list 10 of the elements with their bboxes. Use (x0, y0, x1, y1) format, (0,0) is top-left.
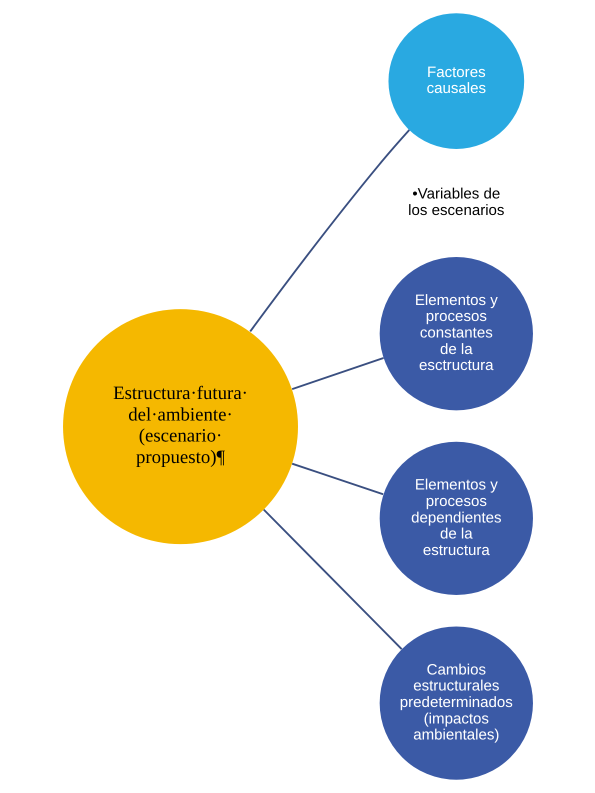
node-label: •Variables de los escenarios (408, 186, 504, 220)
node-circle: Factores causales (388, 13, 524, 149)
node-circle: Elementos y procesos constantes de la esctructura (379, 257, 532, 410)
node-circle: Estructura·futura· del·ambiente· (escenario· propuesto)¶ (62, 309, 298, 544)
connector (262, 508, 402, 650)
connector (291, 462, 383, 496)
node-circle: Cambios estructurales predeterminados (impactos ambientales) (379, 626, 532, 780)
connector (248, 129, 410, 332)
node-circle: Elementos y procesos dependientes de la estructura (379, 442, 532, 596)
connector (291, 357, 384, 390)
